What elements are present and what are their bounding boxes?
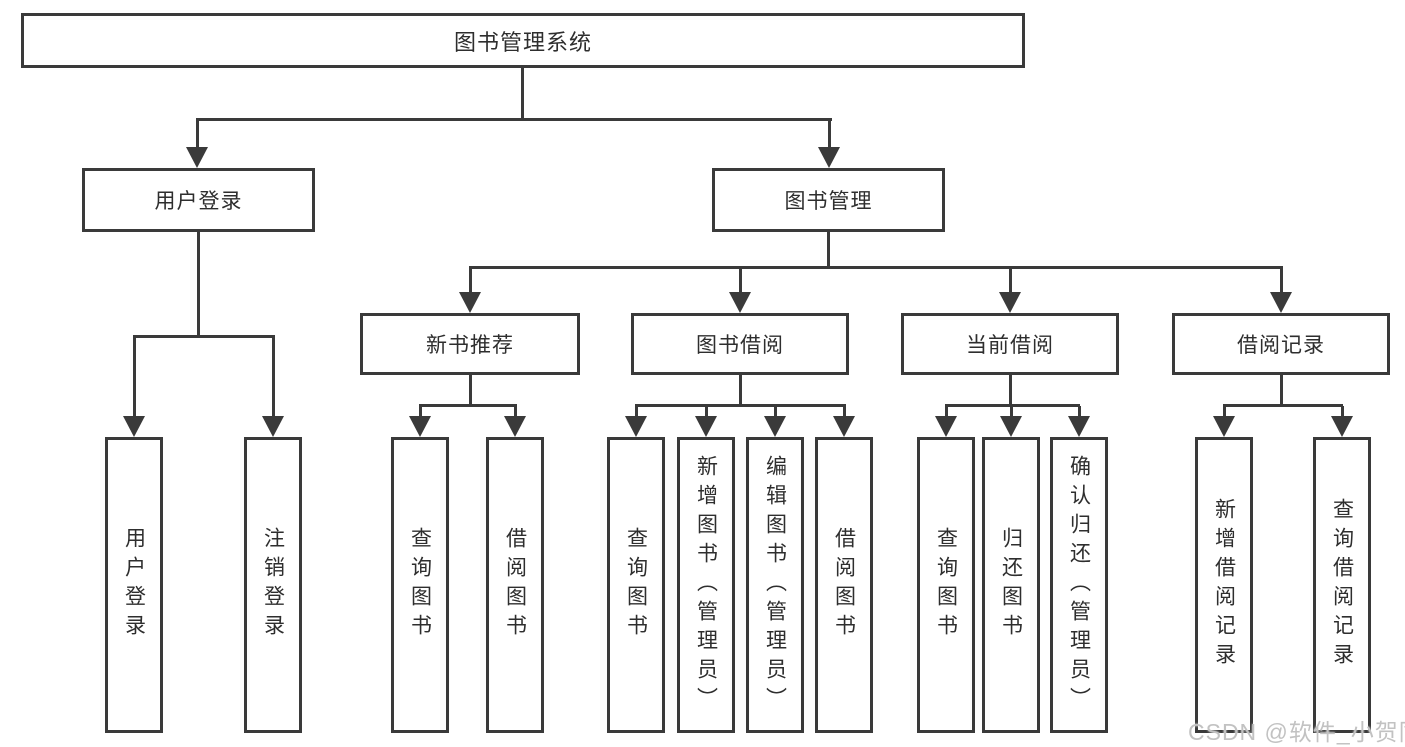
leaf-label: 查询图书 [624,527,648,643]
arrow-down-icon [999,292,1021,313]
connector-leaf-stem [1078,406,1081,418]
leaf-label: 用户登录 [122,527,146,643]
connector-leaf-stem [1341,406,1344,418]
leaf-label: 借阅图书 [503,527,527,643]
connector-book-mgmt-vline [827,232,830,269]
leaf-borrow-books: 借阅图书 [815,437,873,733]
arrow-down-icon [764,416,786,437]
connector-user-login-rail [133,335,275,338]
connector-leaf-stem [774,406,777,418]
connector-leaf-stem [272,337,275,419]
arrow-down-icon [1000,416,1022,437]
connector-leaf-stem [514,406,517,418]
connector-user-login-vline [197,232,200,337]
leaf-label: 新增借阅记录 [1212,498,1236,672]
connector-leaf-stem [945,406,948,418]
connector-current-borrow-vline [1009,375,1012,407]
leaf-query-borrow-record: 查询借阅记录 [1313,437,1371,733]
leaf-add-borrow-record: 新增借阅记录 [1195,437,1253,733]
arrow-down-icon [186,147,208,168]
leaf-label: 注销登录 [261,527,285,643]
connector-leaf-stem [635,406,638,418]
leaf-query-books-current: 查询图书 [917,437,975,733]
arrow-down-icon [262,416,284,437]
connector-current-borrow-stem [1009,268,1012,294]
leaf-edit-books-admin: 编辑图书（管理员） [746,437,804,733]
connector-book-borrow-vline [739,375,742,407]
connector-new-book-stem [469,268,472,294]
node-new-book-recommend: 新书推荐 [360,313,580,375]
leaf-user-login: 用户登录 [105,437,163,733]
leaf-label: 查询图书 [408,527,432,643]
leaf-label: 确认归还（管理员） [1067,454,1091,716]
arrow-down-icon [833,416,855,437]
connector-new-book-vline [469,375,472,407]
leaf-query-books-recommend: 查询图书 [391,437,449,733]
connector-borrow-record-stem [1280,268,1283,294]
arrow-down-icon [1068,416,1090,437]
leaf-query-books-borrowing: 查询图书 [607,437,665,733]
connector-leaf-stem [133,337,136,419]
connector-book-borrow-stem [739,268,742,294]
connector-user-login-stem [196,120,199,150]
leaf-logout: 注销登录 [244,437,302,733]
leaf-label: 归还图书 [999,527,1023,643]
leaf-add-books-admin: 新增图书（管理员） [677,437,735,733]
connector-leaf-stem [1010,406,1013,418]
leaf-return-books: 归还图书 [982,437,1040,733]
leaf-label: 查询图书 [934,527,958,643]
connector-book-mgmt-rail [469,266,1283,269]
csdn-watermark: CSDN @软件_小贺同学 [1188,719,1405,745]
arrow-down-icon [935,416,957,437]
arrow-down-icon [409,416,431,437]
arrow-down-icon [818,147,840,168]
node-book-borrowing: 图书借阅 [631,313,849,375]
arrow-down-icon [504,416,526,437]
connector-borrow-record-vline [1280,375,1283,407]
connector-leaf-stem [419,406,422,418]
node-book-management: 图书管理 [712,168,945,232]
arrow-down-icon [459,292,481,313]
connector-root-vline [521,66,524,120]
connector-current-borrow-rail [945,404,1080,407]
arrow-down-icon [1331,416,1353,437]
arrow-down-icon [1213,416,1235,437]
node-library-system: 图书管理系统 [21,13,1025,68]
connector-leaf-stem [1223,406,1226,418]
node-borrow-records: 借阅记录 [1172,313,1390,375]
leaf-borrow-books-recommend: 借阅图书 [486,437,544,733]
connector-leaf-stem [705,406,708,418]
node-user-login: 用户登录 [82,168,315,232]
arrow-down-icon [729,292,751,313]
arrow-down-icon [625,416,647,437]
connector-root-rail [196,118,832,121]
arrow-down-icon [1270,292,1292,313]
connector-borrow-record-rail [1223,404,1343,407]
connector-book-mgmt-stem [828,120,831,150]
leaf-label: 借阅图书 [832,527,856,643]
leaf-label: 查询借阅记录 [1330,498,1354,672]
arrow-down-icon [123,416,145,437]
leaf-label: 编辑图书（管理员） [763,454,787,716]
arrow-down-icon [695,416,717,437]
connector-book-borrow-rail [635,404,846,407]
leaf-label: 新增图书（管理员） [694,454,718,716]
connector-new-book-rail [419,404,517,407]
connector-leaf-stem [843,406,846,418]
node-current-borrowing: 当前借阅 [901,313,1119,375]
leaf-confirm-return-admin: 确认归还（管理员） [1050,437,1108,733]
